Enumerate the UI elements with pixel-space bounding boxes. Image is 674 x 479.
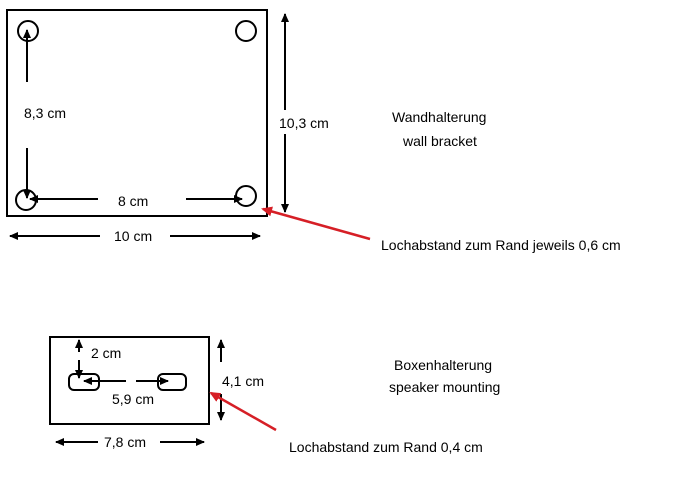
wall-edge-note: Lochabstand zum Rand jeweils 0,6 cm — [381, 237, 621, 253]
speaker-width-label: 7,8 cm — [104, 434, 146, 450]
slot-distance-label: 5,9 cm — [112, 391, 154, 407]
speaker-edge-note-arrow — [209, 391, 277, 432]
wall-bracket-title-en: wall bracket — [402, 133, 477, 149]
mount-hole-bottom-right — [235, 185, 257, 207]
mount-hole-top-right — [235, 20, 257, 42]
speaker-mount-diagram: 2 cm 5,9 cm 4,1 cm 7,8 cm Boxenhalterung… — [49, 336, 500, 455]
plate-height-label: 10,3 cm — [279, 115, 329, 131]
plate-width-label: 10 cm — [114, 228, 152, 244]
speaker-mount-plate — [49, 336, 210, 425]
hole-vertical-distance-label: 8,3 cm — [24, 105, 66, 121]
speaker-mount-title-en: speaker mounting — [389, 379, 500, 395]
speaker-height-label: 4,1 cm — [222, 373, 264, 389]
wall-bracket-plate — [6, 9, 268, 217]
wall-bracket-title-de: Wandhalterung — [392, 109, 486, 125]
speaker-edge-note: Lochabstand zum Rand 0,4 cm — [289, 439, 483, 455]
hole-horizontal-distance-label: 8 cm — [118, 193, 148, 209]
wall-bracket-diagram: 8,3 cm 8 cm 10,3 cm 10 cm Wandhalterung … — [6, 9, 621, 253]
speaker-mount-title-de: Boxenhalterung — [394, 357, 492, 373]
wall-edge-note-arrow — [261, 206, 371, 241]
slot-offset-label: 2 cm — [91, 345, 121, 361]
